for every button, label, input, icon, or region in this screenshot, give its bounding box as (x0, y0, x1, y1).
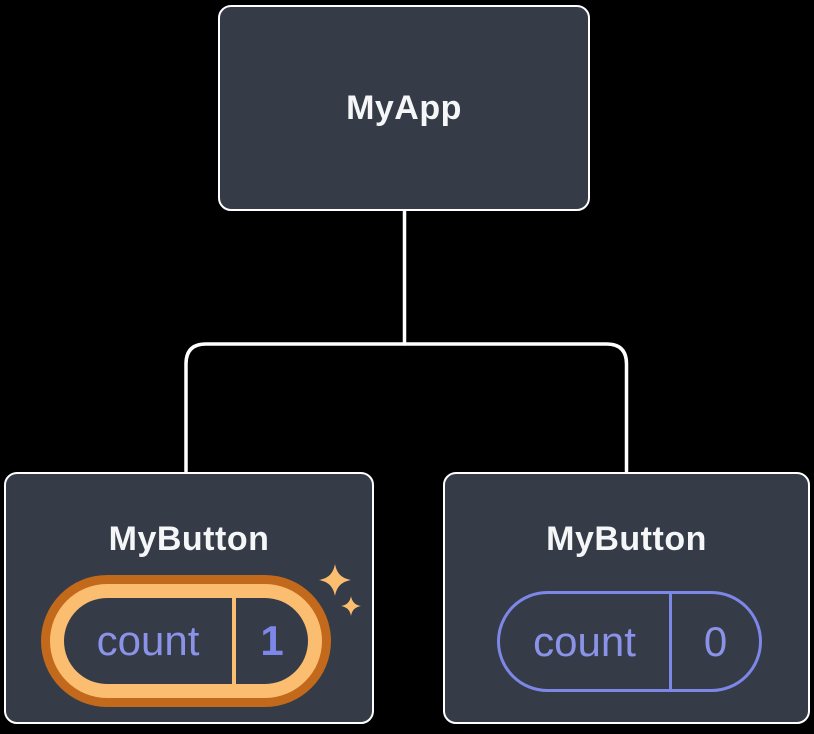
state-divider (669, 594, 672, 689)
node-mybutton-left-label: MyButton (108, 520, 270, 558)
state-pill-body: count 1 (64, 598, 308, 684)
state-pill-highlighted: count 1 (41, 575, 331, 707)
state-value-label: 0 (703, 617, 728, 665)
sparkles-icon (319, 564, 361, 616)
state-pill-plain: count 0 (497, 591, 762, 692)
node-myapp: MyApp (218, 5, 590, 211)
state-value-label: 1 (260, 617, 284, 664)
state-divider (232, 598, 236, 684)
state-key-label: count (533, 617, 636, 665)
state-pill-highlight-ring: count 1 (50, 584, 322, 698)
node-myapp-label: MyApp (346, 89, 462, 127)
node-mybutton-right-label: MyButton (546, 520, 707, 558)
node-mybutton-right: MyButton count 0 (443, 472, 810, 724)
node-mybutton-left: MyButton count 1 (4, 472, 374, 724)
state-key-label: count (96, 617, 200, 664)
